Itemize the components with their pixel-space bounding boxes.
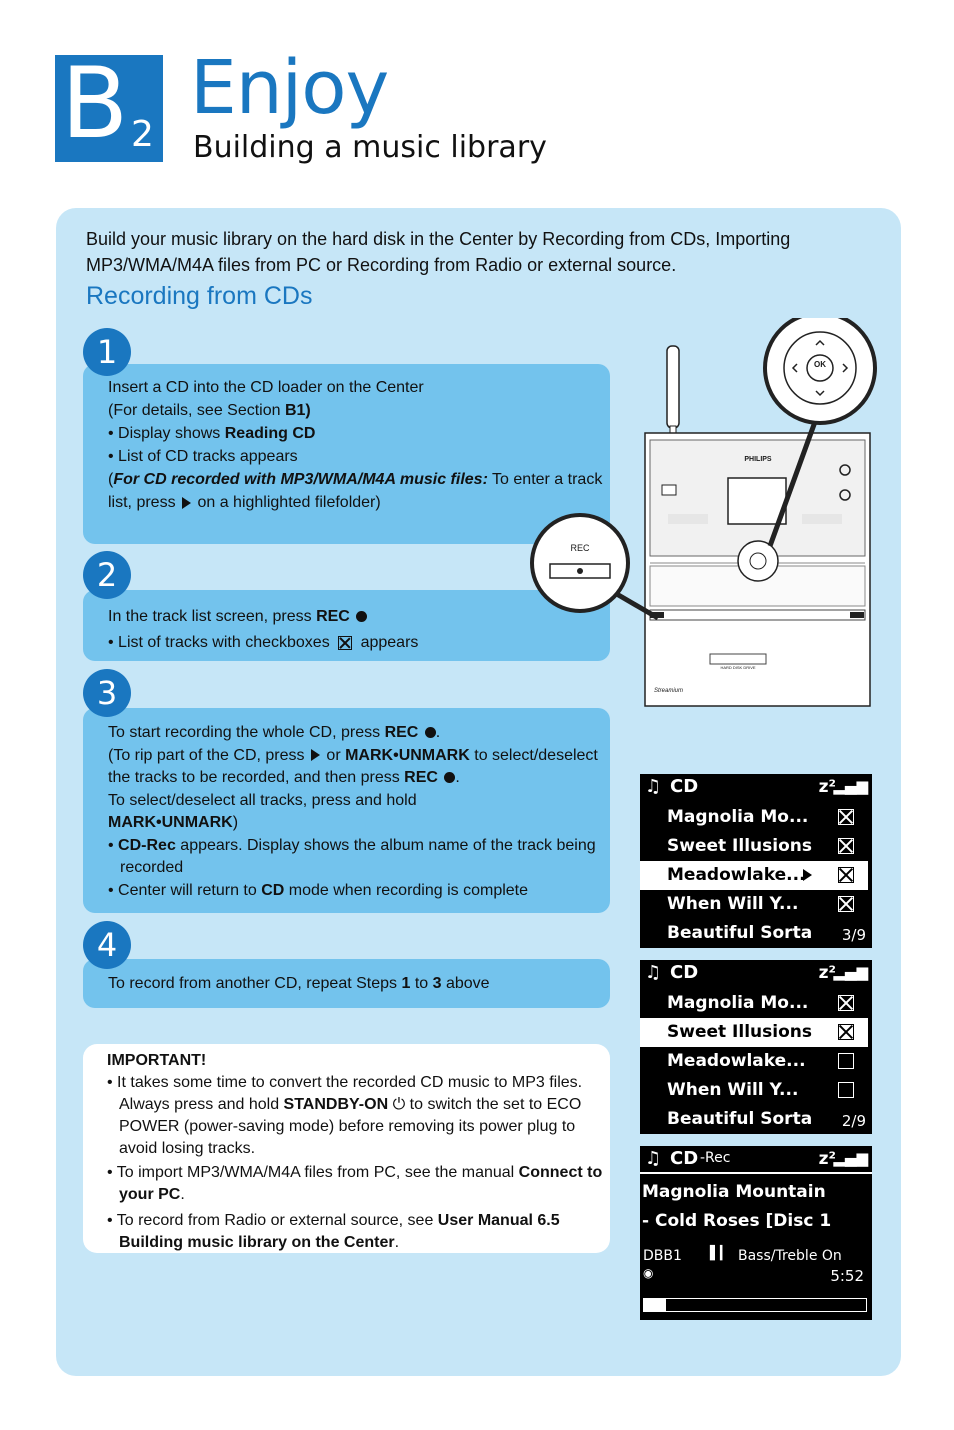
record-icon: ◉ (643, 1266, 654, 1280)
step-1-text: Insert a CD into the CD loader on the Ce… (108, 376, 603, 514)
sleep-icon: z² (818, 777, 836, 797)
list-item: Beautiful Sorta (667, 923, 813, 943)
step-2-text: In the track list screen, press REC • Li… (108, 608, 419, 651)
step-4-number: 4 (83, 921, 131, 969)
list-item: When Will Y... (640, 1076, 868, 1105)
checkbox-checked (838, 995, 854, 1011)
important-item: • To import MP3/WMA/M4A files from PC, s… (107, 1164, 603, 1203)
lcd-screen-recording: ♫ CD -Rec z² ▂▄▆ Magnolia Mountain - Col… (640, 1146, 872, 1320)
important-text: IMPORTANT! • It takes some time to conve… (107, 1050, 607, 1254)
progress-fill (644, 1299, 667, 1311)
dbb-label: DBB1 (643, 1248, 682, 1264)
list-item: Meadowlake... (640, 861, 868, 890)
important-heading: IMPORTANT! (107, 1052, 207, 1069)
important-box (83, 1044, 610, 1253)
signal-icon: ▂▄▆ (833, 777, 868, 795)
step-2-number: 2 (83, 551, 131, 599)
step-1-line: (For details, see Section B1) (108, 402, 311, 419)
list-item: Magnolia Mo... (640, 989, 868, 1018)
list-item: Sweet Illusions (640, 1018, 868, 1047)
checkbox-checked (838, 896, 854, 912)
album-line-2: - Cold Roses [Disc 1 (642, 1211, 832, 1231)
music-note-icon: ♫ (645, 1148, 662, 1169)
play-icon (803, 869, 812, 881)
power-icon: ⏻ (392, 1096, 406, 1113)
step-1-box (83, 364, 610, 544)
music-note-icon: ♫ (645, 776, 662, 797)
page-title: Enjoy (190, 45, 389, 131)
center-device-illustration: REC OK PHILIPS HARD DISK DRIVE Streamium (530, 311, 910, 710)
elapsed-time: 5:52 (830, 1267, 864, 1285)
signal-icon: ▂▄▆ (833, 963, 868, 981)
checkbox-icon (338, 635, 353, 650)
record-dot-icon (356, 611, 368, 623)
bass-treble-label: Bass/Treble On (738, 1248, 842, 1264)
music-note-icon: ♫ (645, 962, 662, 983)
play-icon (310, 749, 320, 762)
ok-label: OK (814, 360, 826, 369)
rec-label: REC (570, 543, 590, 553)
checkbox-checked (838, 1024, 854, 1040)
list-item: When Will Y... (640, 890, 868, 919)
list-item: Magnolia Mo... (640, 803, 868, 832)
important-item: • To record from Radio or external sourc… (107, 1212, 560, 1251)
record-dot-icon (444, 772, 456, 784)
album-line-1: Magnolia Mountain (642, 1182, 826, 1202)
step-4-box (83, 959, 610, 1008)
progress-bar (643, 1298, 867, 1312)
checkbox-checked (838, 867, 854, 883)
lcd-screen-track-list-selected: ♫ CD z² ▂▄▆ Magnolia Mo... Sweet Illusio… (640, 960, 872, 1134)
checkbox-unchecked (838, 1053, 854, 1069)
step-1-line: (For CD recorded with MP3/WMA/M4A music … (108, 471, 603, 511)
intro-text: Build your music library on the hard dis… (86, 229, 791, 275)
lcd-screen-track-list: ♫ CD z² ▂▄▆ Magnolia Mo... Sweet Illusio… (640, 774, 872, 948)
step-3-text: To start recording the whole CD, press R… (108, 724, 598, 899)
step-4-text: To record from another CD, repeat Steps … (108, 975, 490, 992)
step-3-number: 3 (83, 669, 131, 717)
hdd-label: HARD DISK DRIVE (720, 665, 756, 670)
equalizer-icon: ▌▎ (710, 1246, 730, 1261)
page-subtitle: Building a music library (193, 130, 547, 165)
step-1-number: 1 (83, 328, 131, 376)
important-item: • It takes some time to convert the reco… (107, 1074, 583, 1157)
step-1-line: • List of CD tracks appears (108, 448, 298, 465)
step-3-box (83, 708, 610, 913)
checkbox-unchecked (838, 1082, 854, 1098)
sleep-icon: z² (818, 1149, 836, 1169)
rec-suffix: -Rec (700, 1150, 731, 1166)
list-item: Sweet Illusions (640, 832, 868, 861)
list-item: Meadowlake... (640, 1047, 868, 1076)
badge-subscript: 2 (131, 114, 154, 155)
checkbox-checked (838, 838, 854, 854)
section-heading: Recording from CDs (86, 282, 313, 310)
track-count: 3/9 (841, 926, 866, 944)
list-item: Beautiful Sorta (667, 1109, 813, 1129)
step-1-line: Insert a CD into the CD loader on the Ce… (108, 379, 424, 396)
checkbox-checked (838, 809, 854, 825)
section-badge: B 2 (55, 49, 163, 162)
signal-icon: ▂▄▆ (833, 1149, 868, 1167)
streamium-label: Streamium (654, 688, 684, 694)
track-count: 2/9 (841, 1112, 866, 1130)
badge-letter: B (61, 47, 129, 161)
play-icon (182, 496, 192, 509)
sleep-icon: z² (818, 963, 836, 983)
record-dot-icon (424, 727, 436, 739)
brand-label: PHILIPS (744, 456, 772, 463)
step-1-line: • Display shows Reading CD (108, 425, 316, 442)
